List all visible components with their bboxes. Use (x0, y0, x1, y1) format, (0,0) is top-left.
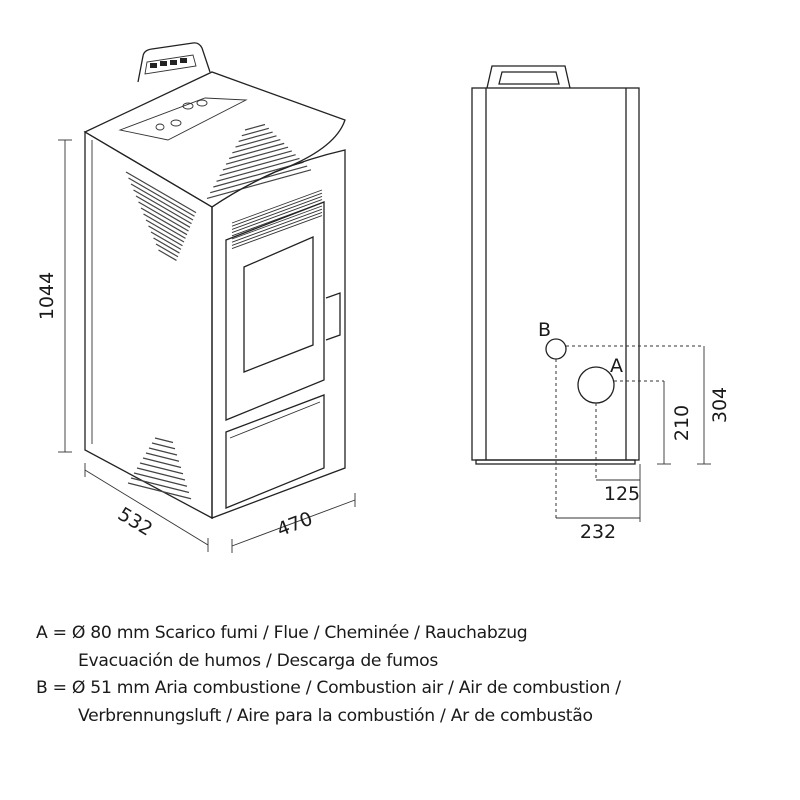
legend-b-line1: B = Ø 51 mm Aria combustione / Combustio… (36, 678, 621, 698)
front-louvre (231, 189, 323, 250)
dimension-a-height: 210 (657, 381, 693, 465)
flue-outlet-a (577, 366, 615, 404)
dimension-b-offset: 232 (556, 510, 641, 543)
ash-drawer (225, 394, 325, 509)
b-offset-label: 232 (580, 521, 616, 543)
front-width-label: 470 (274, 508, 316, 542)
dimension-front-width: 470 (231, 493, 356, 553)
depth-label: 532 (114, 503, 156, 541)
legend-b-line2: Verbrennungsluft / Aire para la combusti… (78, 705, 593, 726)
a-offset-label: 125 (604, 483, 640, 505)
stove-back-view: B A (471, 65, 704, 518)
legend: A = Ø 80 mm Scarico fumi / Flue / Chemin… (36, 620, 786, 730)
legend-a-line2: Evacuación de humos / Descarga de fumos (78, 650, 439, 671)
a-height-label: 210 (671, 405, 693, 441)
height-label: 1044 (36, 272, 58, 320)
stove-front-panel (211, 149, 346, 519)
dimension-b-height: 304 (697, 346, 731, 465)
door-glass (243, 236, 314, 373)
dimension-height: 1044 (36, 139, 72, 453)
legend-a-line1: A = Ø 80 mm Scarico fumi / Flue / Chemin… (36, 623, 528, 643)
marker-b: B (538, 319, 551, 341)
control-panel (137, 42, 211, 83)
door-handle (325, 292, 341, 341)
dimension-a-offset: 125 (596, 464, 641, 510)
marker-a: A (610, 355, 623, 377)
b-height-label: 304 (709, 387, 731, 423)
stove-door (225, 201, 325, 421)
stove-perspective-view (83, 42, 346, 520)
side-vent-grille-lower (127, 437, 192, 500)
top-vent-grille (206, 123, 312, 199)
air-inlet-b (545, 338, 567, 360)
side-vent-grille-upper (125, 171, 197, 261)
